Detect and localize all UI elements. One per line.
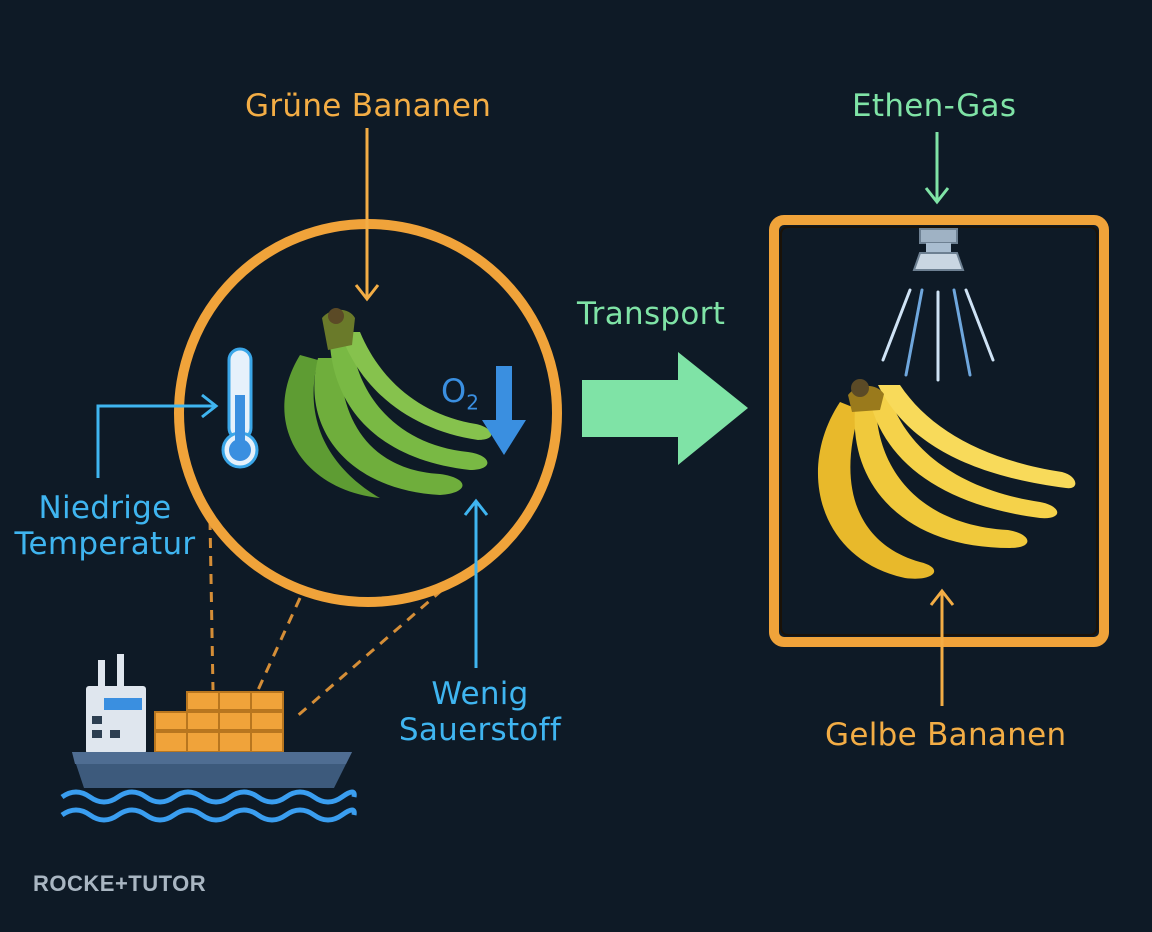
ethene-gas-arrow [924,132,950,205]
brand-logo: ROCKE+TUTOR [33,871,207,896]
label-low-oxygen-line2: Sauerstoff [398,712,562,748]
green-bananas-arrow [354,128,380,302]
label-low-temperature-line1: Niedrige [38,490,172,526]
label-ethene-gas: Ethen-Gas [852,88,1017,124]
oxygen-arrow [463,498,489,668]
zoom-lines [208,519,443,720]
green-bananas-image [284,308,492,498]
label-low-temperature-line2: Temperatur [14,526,196,562]
oxygen-down-arrow-icon [482,366,526,455]
label-low-temperature: Niedrige Temperatur [10,490,200,562]
label-low-oxygen: Wenig Sauerstoff [380,676,580,748]
temperature-arrow [96,393,219,478]
yellow-bananas-image [817,379,1076,579]
thermometer-icon [221,347,259,469]
oxygen-symbol: O2 [441,372,479,414]
label-transport: Transport [577,296,726,332]
ship-icon [72,654,352,788]
waves [60,789,357,823]
yellow-bananas-arrow [929,588,955,706]
sprayer-icon [881,228,995,382]
ripening-chamber-frame [769,215,1109,647]
label-green-bananas: Grüne Bananen [245,88,492,124]
label-yellow-bananas: Gelbe Bananen [825,717,1067,753]
label-low-oxygen-line1: Wenig [431,676,529,712]
oxygen-symbol-letter: O [441,372,467,410]
oxygen-subscript: 2 [466,390,479,415]
transport-arrow-icon [582,352,748,465]
